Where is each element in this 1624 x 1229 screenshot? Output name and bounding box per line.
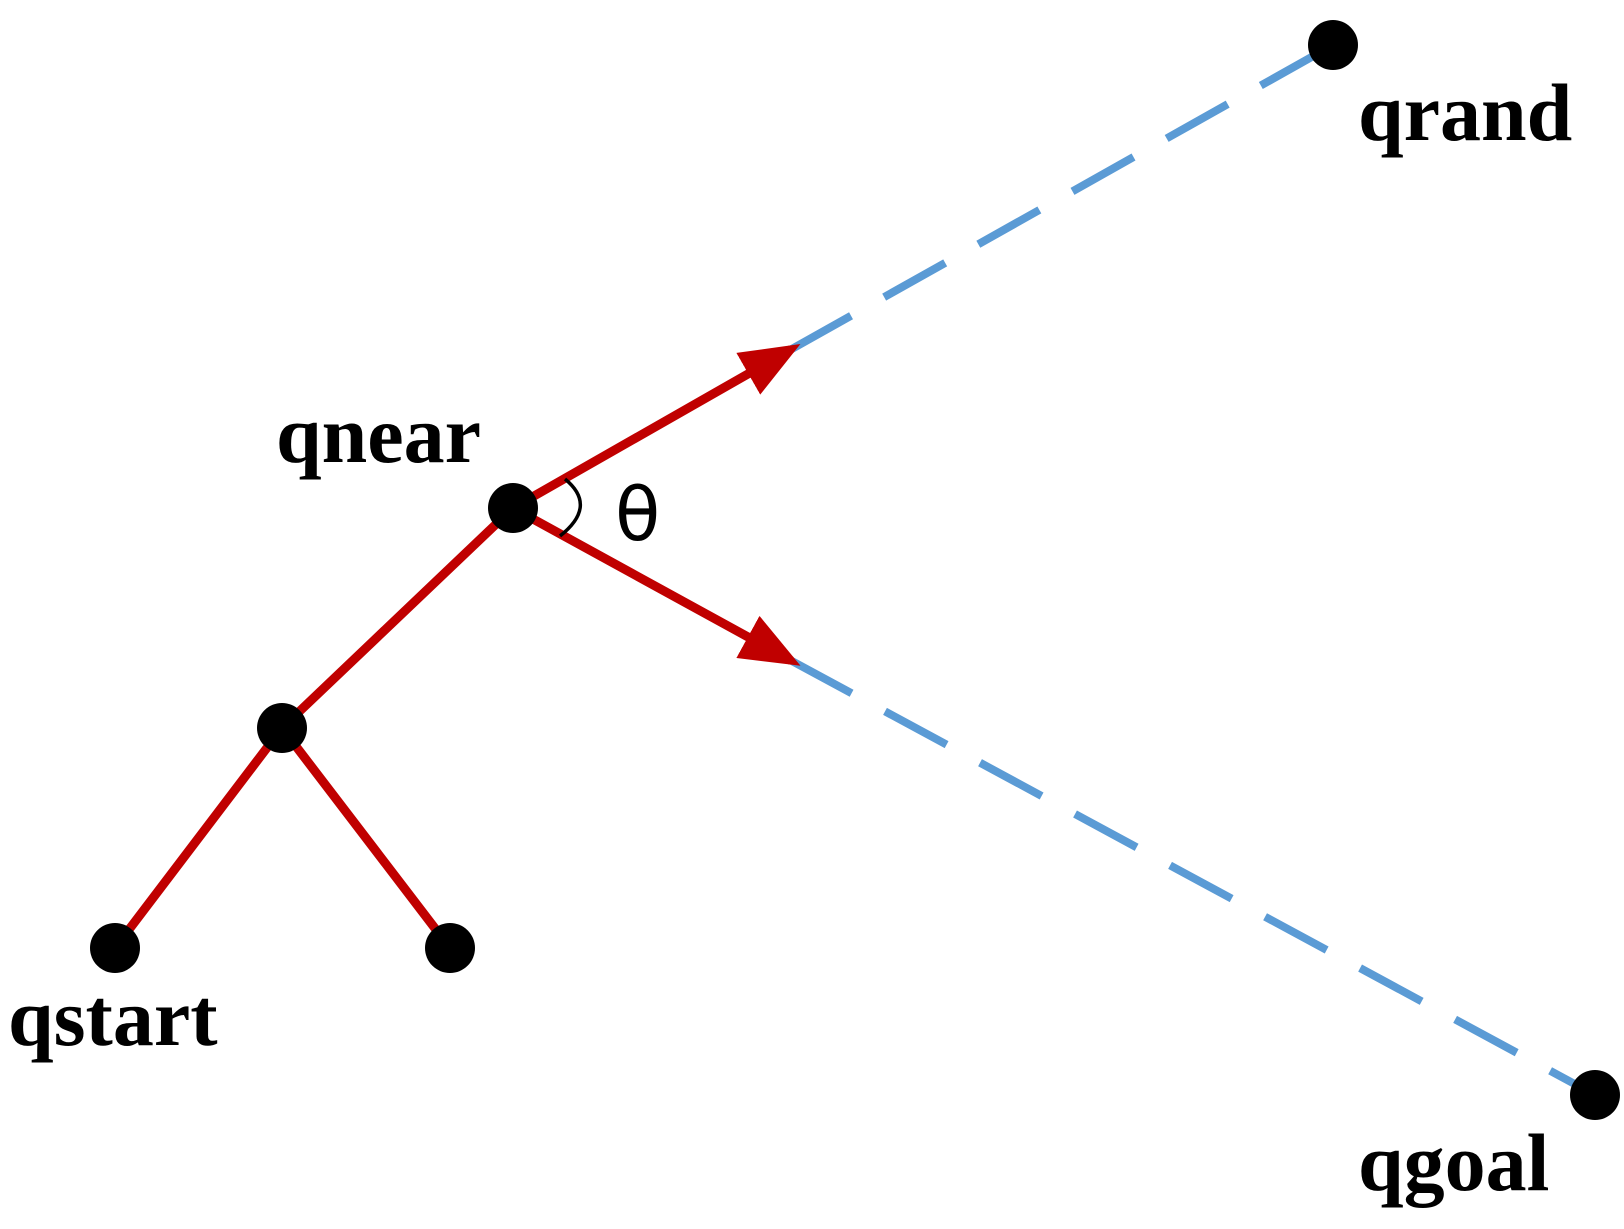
dashed-line-to-qgoal bbox=[788, 656, 1597, 1099]
node-qnear bbox=[488, 483, 538, 533]
label-qrand: qrand bbox=[1358, 67, 1572, 158]
arrow-toward-qrand bbox=[508, 344, 801, 513]
node-branch bbox=[257, 703, 307, 753]
node-qrand bbox=[1308, 20, 1358, 70]
edge-branch-to-leaf bbox=[277, 723, 455, 953]
label-qnear: qnear bbox=[276, 389, 481, 480]
theta-angle-arc bbox=[558, 477, 583, 538]
node-qgoal bbox=[1570, 1070, 1620, 1120]
label-theta: θ bbox=[615, 472, 660, 558]
node-leaf bbox=[425, 923, 475, 973]
label-qstart: qstart bbox=[8, 972, 218, 1063]
node-qstart bbox=[90, 923, 140, 973]
dashed-line-to-qrand bbox=[788, 41, 1335, 354]
arrow-toward-qgoal bbox=[508, 503, 801, 666]
edge-qstart-to-branch bbox=[110, 723, 287, 953]
label-qgoal: qgoal bbox=[1358, 1117, 1549, 1208]
edge-branch-to-qnear bbox=[277, 503, 518, 733]
